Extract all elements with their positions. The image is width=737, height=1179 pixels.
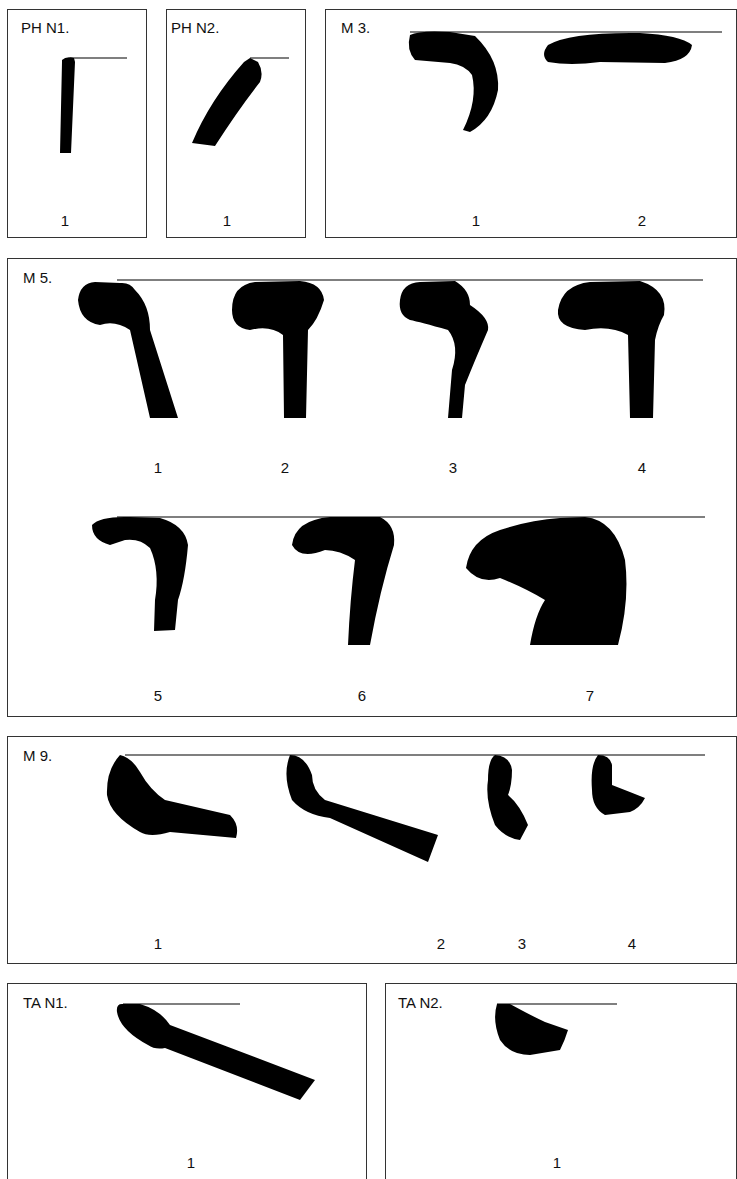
figure-panel: PH N2. 1 — [166, 9, 306, 238]
profile-number: 2 — [437, 935, 445, 953]
figure-panel: PH N1. 1 — [7, 9, 147, 238]
profile-number: 1 — [553, 1154, 561, 1172]
profile-number: 2 — [281, 459, 289, 477]
profile-number: 6 — [358, 687, 366, 705]
panel-title: M 9. — [23, 747, 52, 765]
profile-number: 1 — [61, 212, 69, 230]
profile-number: 1 — [154, 935, 162, 953]
figure-panel: TA N1. 1 — [7, 983, 367, 1179]
profile-number: 1 — [187, 1154, 195, 1172]
profile-number: 5 — [154, 687, 162, 705]
panel-title: M 3. — [341, 19, 370, 37]
panel-title: PH N2. — [171, 19, 219, 37]
profile-number: 4 — [638, 459, 646, 477]
panel-title: TA N1. — [23, 994, 68, 1012]
panel-title: TA N2. — [398, 994, 443, 1012]
figure-panel: TA N2. 1 — [385, 983, 737, 1179]
profile-number: 2 — [638, 212, 646, 230]
figure-panel: M 3. 1 2 — [325, 9, 737, 238]
figure-panel: M 9. 1 2 3 4 — [7, 736, 737, 964]
panel-title: M 5. — [23, 269, 52, 287]
profile-number: 1 — [223, 212, 231, 230]
panel-title: PH N1. — [21, 19, 69, 37]
profile-number: 1 — [472, 212, 480, 230]
profile-number: 7 — [586, 687, 594, 705]
profile-number: 3 — [518, 935, 526, 953]
profile-number: 1 — [154, 459, 162, 477]
profile-number: 4 — [628, 935, 636, 953]
profile-number: 3 — [449, 459, 457, 477]
figure-panel: M 5. 1 2 3 4 5 6 7 — [7, 258, 737, 717]
